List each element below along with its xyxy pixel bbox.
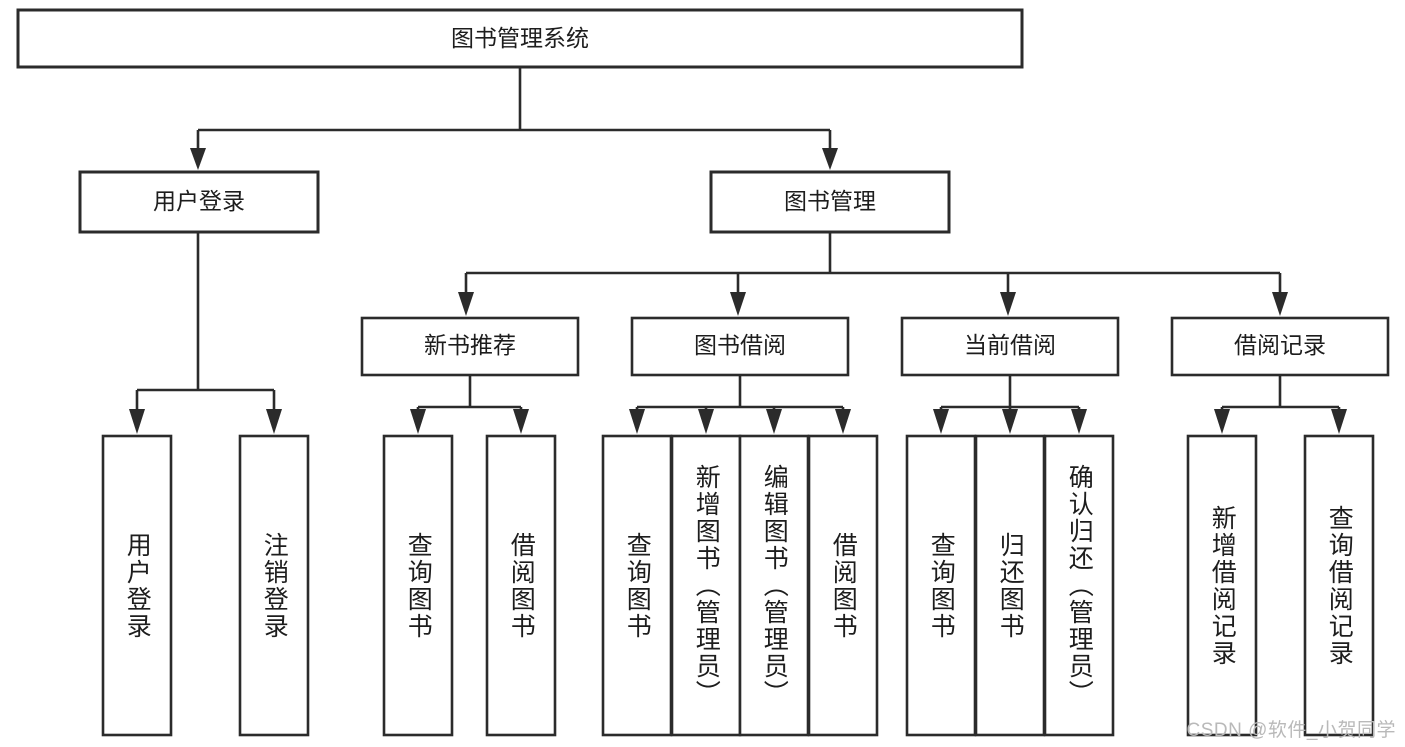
leaf-box-current-borrow-1[interactable] (905, 434, 977, 737)
node-root-box[interactable] (16, 8, 1024, 69)
arrow-head-new-book (458, 292, 474, 316)
node-new-book-recommend-label: 新书推荐 (424, 332, 516, 358)
arrow-head-leaf-user-login-2 (266, 409, 282, 434)
node-book-borrow[interactable]: 图书借阅 (630, 316, 850, 377)
node-new-book-recommend-box[interactable] (360, 316, 580, 377)
arrow-head-borrow-record (1272, 292, 1288, 316)
leaf-box-current-borrow-3[interactable] (1043, 434, 1115, 737)
node-book-management[interactable]: 图书管理 (709, 170, 951, 234)
arrow-head-leaf-borrow-record-2 (1331, 409, 1347, 434)
leaf-box-user-login-1[interactable] (101, 434, 173, 737)
arrow-head-leaf-book-borrow-4 (835, 409, 851, 434)
csdn-watermark: CSDN @软件_小贺同学 (1186, 720, 1396, 741)
arrow-head-book-borrow (730, 292, 746, 316)
leaf-box-borrow-record-1[interactable] (1186, 434, 1258, 737)
arrow-head-leaf-book-borrow-3 (766, 409, 782, 434)
arrow-head-user-login (190, 148, 206, 170)
leaf-box-book-borrow-2[interactable] (670, 434, 742, 737)
leaf-box-book-borrow-4[interactable] (807, 434, 879, 737)
node-root-label: 图书管理系统 (451, 25, 589, 51)
connector-group-user-login (129, 232, 282, 434)
connector-group-current-borrow (933, 375, 1087, 434)
node-borrow-record[interactable]: 借阅记录 (1170, 316, 1390, 377)
node-current-borrow[interactable]: 当前借阅 (900, 316, 1120, 377)
connector-group-book-mgmt (458, 232, 1288, 316)
arrow-head-leaf-user-login-1 (129, 409, 145, 434)
node-borrow-record-label: 借阅记录 (1234, 332, 1326, 358)
node-current-borrow-label: 当前借阅 (964, 332, 1056, 358)
node-user-login[interactable]: 用户登录 (78, 170, 320, 234)
leaf-box-new-book-2[interactable] (485, 434, 557, 737)
arrow-head-leaf-new-book-2 (513, 409, 529, 434)
node-user-login-label: 用户登录 (153, 188, 245, 214)
connector-group-new-book (410, 375, 529, 434)
node-book-borrow-label: 图书借阅 (694, 332, 786, 358)
arrow-head-book-mgmt (822, 148, 838, 170)
node-current-borrow-box[interactable] (900, 316, 1120, 377)
leaf-box-book-borrow-1[interactable] (601, 434, 673, 737)
arrow-head-leaf-new-book-1 (410, 409, 426, 434)
arrow-head-leaf-current-borrow-1 (933, 409, 949, 434)
arrow-head-leaf-current-borrow-3 (1071, 409, 1087, 434)
connector-group-borrow-record (1214, 375, 1347, 434)
arrow-head-leaf-current-borrow-2 (1002, 409, 1018, 434)
node-new-book-recommend[interactable]: 新书推荐 (360, 316, 580, 377)
leaf-box-borrow-record-2[interactable] (1303, 434, 1375, 737)
leaf-box-current-borrow-2[interactable] (974, 434, 1046, 737)
node-borrow-record-box[interactable] (1170, 316, 1390, 377)
node-user-login-box[interactable] (78, 170, 320, 234)
connector-group-root (190, 67, 838, 170)
node-book-borrow-box[interactable] (630, 316, 850, 377)
arrow-head-leaf-book-borrow-2 (698, 409, 714, 434)
arrow-head-current-borrow (1000, 292, 1016, 316)
arrow-head-leaf-borrow-record-1 (1214, 409, 1230, 434)
leaf-box-book-borrow-3[interactable] (738, 434, 810, 737)
connector-group-book-borrow (629, 375, 851, 434)
leaf-box-new-book-1[interactable] (382, 434, 454, 737)
node-book-management-box[interactable] (709, 170, 951, 234)
arrow-head-leaf-book-borrow-1 (629, 409, 645, 434)
leaf-box-user-login-2[interactable] (238, 434, 310, 737)
node-book-management-label: 图书管理 (784, 188, 876, 214)
node-root[interactable]: 图书管理系统 (16, 8, 1024, 69)
